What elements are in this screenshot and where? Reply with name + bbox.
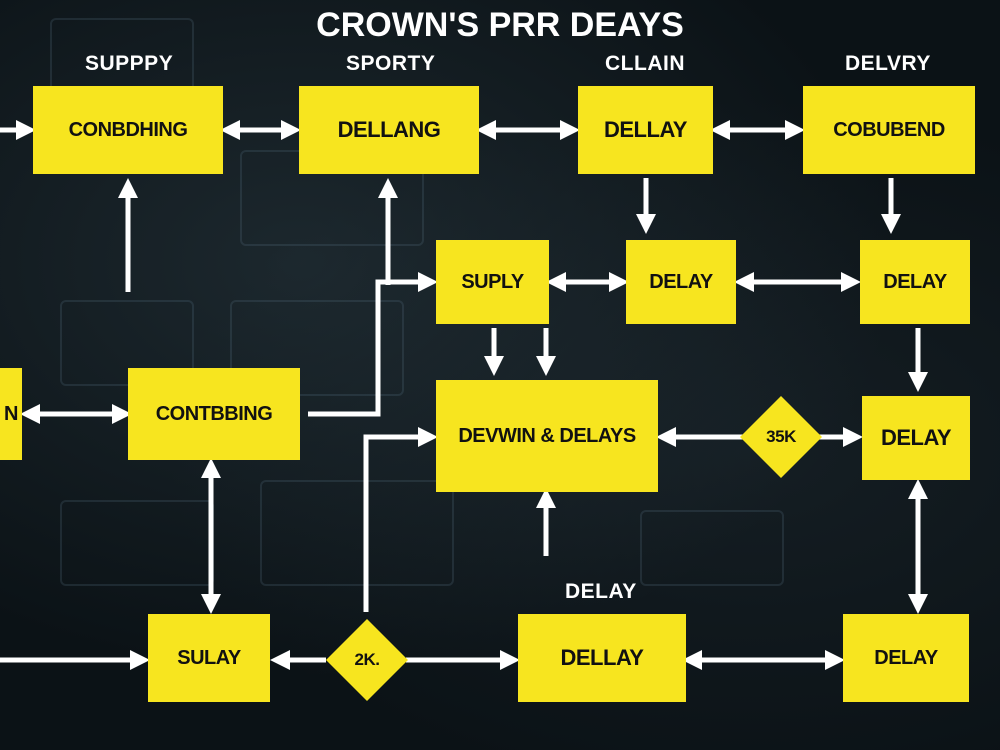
background-ghost-panel [230,300,404,396]
arrow-contbbing-to-suply [308,272,438,417]
node-dellay-bottom: DELLAY [518,614,686,702]
node-supply-mid: SUPLY [436,240,549,324]
node-delay-top: DELLAY [578,86,713,174]
node-edge-left: N [0,368,22,460]
node-cobubend: COBUBEND [803,86,975,174]
node-delay-right2: DELAY [862,396,970,480]
diamond-2k: 2K. [325,618,409,702]
node-conbding: CONBDHING [33,86,223,174]
node-delay-mid: DELAY [626,240,736,324]
background-ghost-panel [640,510,784,586]
heading-cllain: CLLAIN [605,52,685,75]
node-delay-right1: DELAY [860,240,970,324]
diamond-2k-label: 2K. [354,650,380,669]
diamond-35k: 35K [739,395,823,479]
diagram-title: CROWN'S PRR DEAYS [316,6,684,44]
diamond-35k-label: 35K [766,427,796,446]
arrow-2k-to-devwin [363,427,438,612]
node-delay-bottom-right: DELAY [843,614,969,702]
background-ghost-panel [60,300,194,386]
node-contbbing: CONTBBING [128,368,300,460]
node-dellang: DELLANG [299,86,479,174]
heading-supppy: SUPPPY [85,52,174,75]
node-sulay: SULAY [148,614,270,702]
heading-sporty: SPORTY [346,52,436,75]
heading-delay: DELAY [565,580,637,603]
background-ghost-panel [260,480,454,586]
node-devwin: DEVWIN & DELAYS [436,380,658,492]
heading-delvry: DELVRY [845,52,931,75]
